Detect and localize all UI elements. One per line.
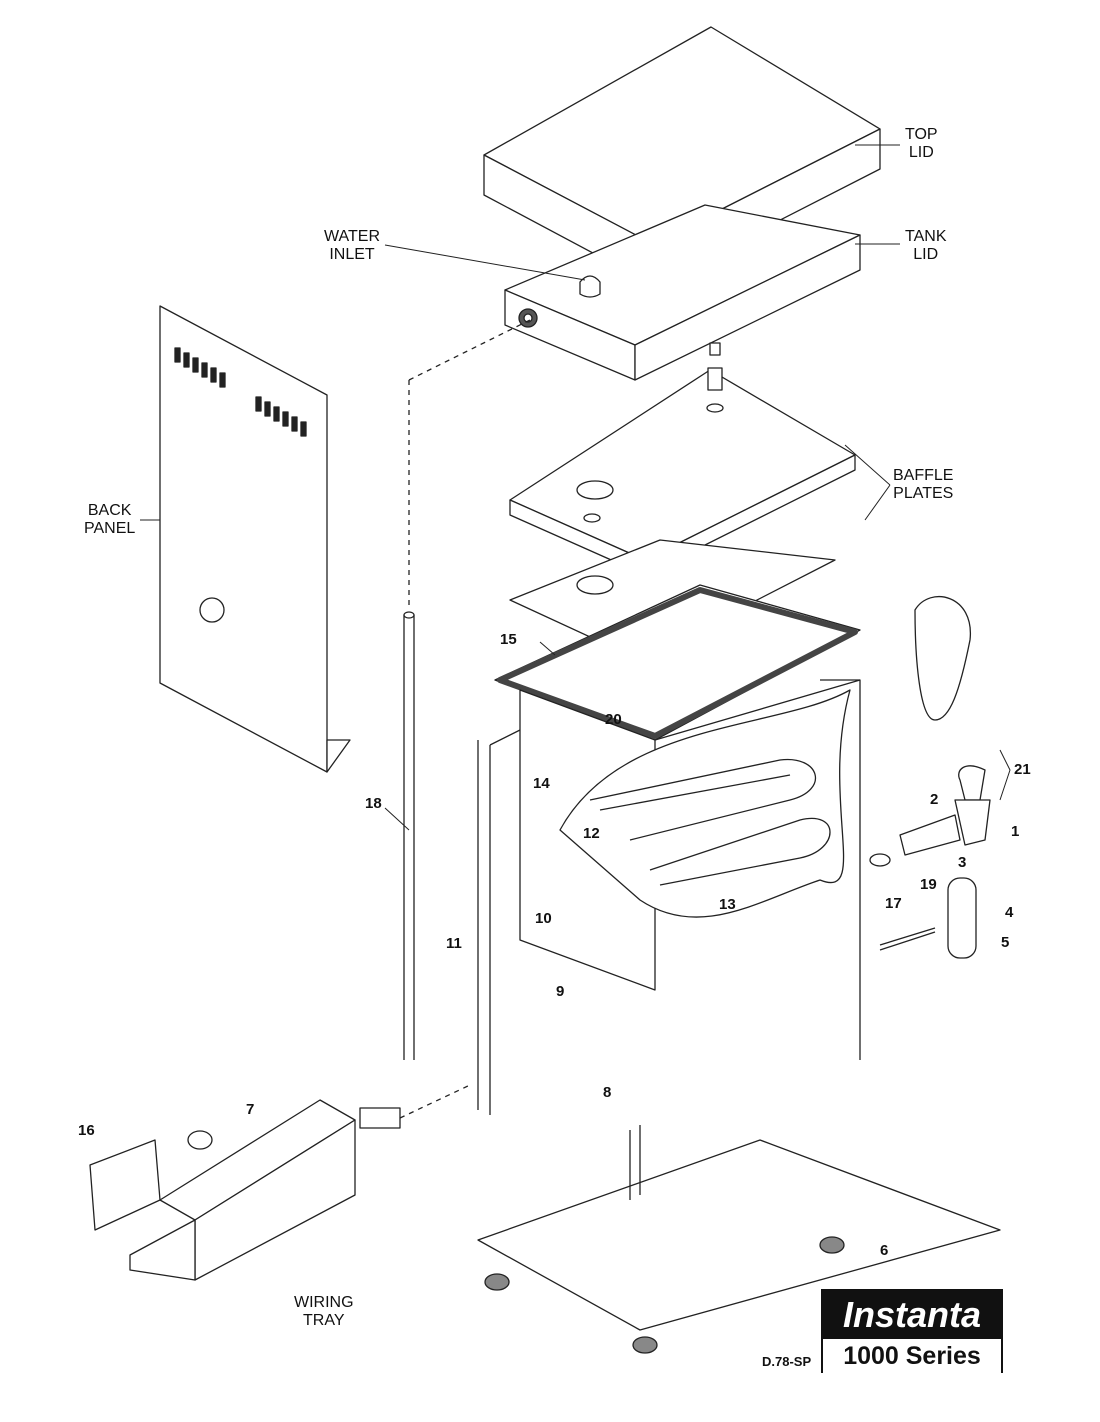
base-plate-part [477,1125,1001,1331]
part-label-15: 15 [500,631,517,648]
caption-line: INLET [329,246,375,263]
part-label-9: 9 [556,983,565,1000]
tap-part [869,765,991,867]
caption-line: PANEL [84,520,136,537]
caption-back-panel: BACK PANEL [84,502,135,538]
part-label-18: 18 [365,795,382,812]
part-label-5: 5 [1001,934,1010,951]
caption-line: WIRING [294,1294,354,1311]
faucet-cover [914,595,971,721]
caption-line: TOP [905,126,938,143]
tank-lid-part [504,204,861,381]
part-label-20: 20 [605,711,622,728]
part-label-17: 17 [885,895,902,912]
part-label-4: 4 [1005,904,1014,921]
leader-lines [140,144,1011,831]
terminal-block [359,1084,471,1129]
part-label-13: 13 [719,896,736,913]
part-label-3: 3 [958,854,967,871]
part-label-21: 21 [1014,761,1031,778]
part-label-14: 14 [533,775,550,792]
caption-line: LID [908,144,934,161]
caption-line: LID [913,246,939,263]
switch-part [879,877,977,959]
part-label-19: 19 [920,876,937,893]
caption-tank-lid: TANK LID [905,228,946,264]
caption-line: WATER [324,228,380,245]
part-label-7: 7 [246,1101,255,1118]
caption-baffle-plates: BAFFLE PLATES [893,467,953,503]
brand-logo: Instanta 1000 Series [821,1289,1003,1373]
brand-series: 1000 Series [823,1339,1001,1373]
caption-water-inlet: WATER INLET [324,228,380,264]
wiring-tray-part [129,1099,356,1281]
part-label-11: 11 [446,935,462,952]
back-panel-part [159,305,351,773]
control-board-part-16 [89,1139,161,1231]
tube-part-18 [403,319,531,1060]
caption-line: TRAY [303,1312,345,1329]
part-label-6: 6 [880,1242,889,1259]
part-label-2: 2 [930,791,939,808]
part-label-10: 10 [535,910,552,927]
part-label-1: 1 [1011,823,1020,840]
tank-body [477,584,861,1115]
part-label-16: 16 [78,1122,95,1139]
caption-wiring-tray: WIRING TRAY [294,1294,354,1330]
caption-line: TANK [905,228,947,245]
thermostat-part-7 [187,1130,213,1150]
part-label-12: 12 [583,825,600,842]
brand-name: Instanta [823,1291,1001,1339]
drawing-code: D.78-SP [762,1354,812,1369]
part-label-8: 8 [603,1084,612,1101]
caption-top-lid: TOP LID [905,126,938,162]
caption-line: BACK [87,502,132,519]
caption-line: PLATES [893,485,954,502]
caption-line: BAFFLE [893,467,954,484]
feet [484,1236,845,1354]
